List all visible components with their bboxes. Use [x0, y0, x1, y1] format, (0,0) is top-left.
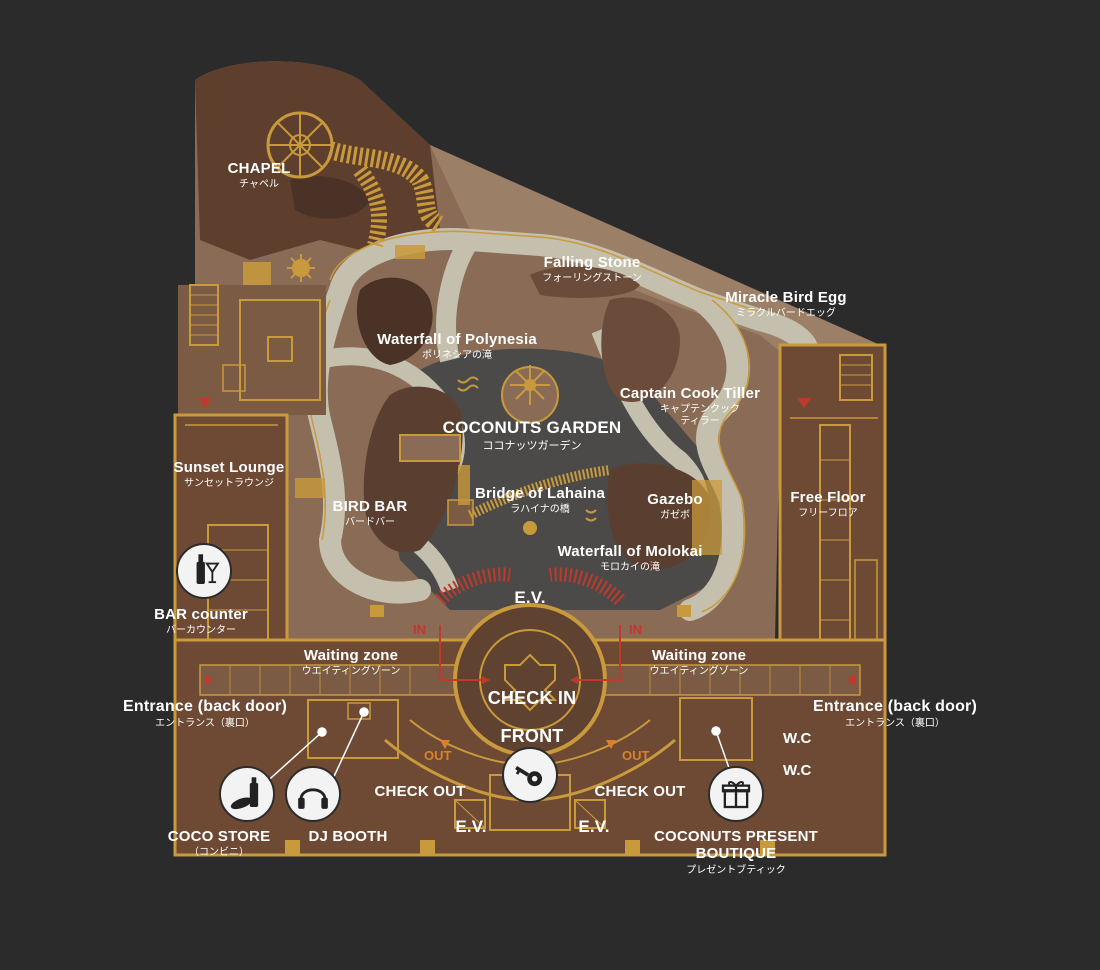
label-present-boutique[interactable]: COCONUTS PRESENT BOUTIQUE プレゼントブティック	[654, 828, 818, 876]
entrance-right-name: Entrance (back door)	[812, 698, 978, 715]
label-check-out-right[interactable]: CHECK OUT	[595, 783, 686, 800]
ev-top-name: E.V.	[514, 588, 546, 607]
check-out-left-name: CHECK OUT	[374, 783, 466, 800]
label-bridge-lahaina[interactable]: Bridge of Lahaina ラハイナの橋	[475, 485, 605, 516]
label-chapel[interactable]: CHAPEL チャペル	[228, 160, 291, 191]
waterfall-molokai-name-jp: モロカイの滝	[600, 562, 660, 574]
label-waterfall-molokai[interactable]: Waterfall of Molokai モロカイの滝	[557, 543, 702, 574]
in-label-left: IN	[413, 622, 426, 637]
out-label-left: OUT	[424, 748, 452, 763]
bar-counter-name-jp: バーカウンター	[166, 625, 236, 637]
waiting-left-name-jp: ウエイティングゾーン	[301, 666, 401, 678]
label-falling-stone[interactable]: Falling Stone フォーリングストーン	[542, 254, 642, 285]
label-check-in[interactable]: CHECK IN	[488, 688, 577, 709]
bird-bar-name: BIRD BAR	[332, 498, 408, 515]
label-entrance-right[interactable]: Entrance (back door) エントランス（裏口）	[813, 698, 977, 730]
sunset-lounge-name: Sunset Lounge	[173, 459, 285, 476]
falling-stone-name-jp: フォーリングストーン	[542, 273, 642, 285]
out-label-right: OUT	[622, 748, 650, 763]
bridge-lahaina-name-jp: ラハイナの橋	[510, 504, 570, 516]
present-boutique-name-jp: プレゼントブティック	[686, 864, 786, 876]
bridge-lahaina-name: Bridge of Lahaina	[474, 485, 606, 502]
check-in-name: CHECK IN	[487, 688, 577, 708]
captain-cook-name: Captain Cook Tiller	[619, 385, 761, 402]
sunset-lounge-name-jp: サンセットラウンジ	[184, 478, 274, 490]
label-bar-counter[interactable]: BAR counter バーカウンター	[154, 606, 248, 637]
falling-stone-name: Falling Stone	[543, 254, 641, 271]
label-entrance-left[interactable]: Entrance (back door) エントランス（裏口）	[123, 698, 287, 730]
miracle-bird-egg-name: Miracle Bird Egg	[725, 289, 847, 306]
label-wc-2[interactable]: W.C	[783, 762, 812, 779]
label-waterfall-polynesia[interactable]: Waterfall of Polynesia ポリネシアの滝	[377, 331, 537, 362]
miracle-bird-egg-name-jp: ミラクルバードエッグ	[736, 308, 836, 320]
free-floor-name-jp: フリーフロア	[798, 508, 858, 520]
gift-box-icon[interactable]	[708, 766, 764, 822]
waterfall-polynesia-name-jp: ポリネシアの滝	[422, 350, 492, 362]
waiting-right-name-jp: ウエイティングゾーン	[649, 666, 749, 678]
bird-bar-name-jp: バードバー	[345, 517, 395, 529]
chapel-name: CHAPEL	[227, 160, 291, 177]
label-waiting-zone-left[interactable]: Waiting zone ウエイティングゾーン	[302, 647, 401, 678]
captain-cook-name-jp2: ティラー	[680, 415, 720, 427]
waiting-right-name: Waiting zone	[651, 647, 747, 664]
label-ev-top[interactable]: E.V.	[514, 588, 545, 608]
check-in-rotunda	[205, 567, 855, 757]
ev-bottom-right-name: E.V.	[578, 817, 610, 836]
label-coco-store[interactable]: COCO STORE （コンビニ）	[168, 828, 271, 859]
poi-pointer-lines	[261, 707, 736, 787]
garden-decor	[295, 365, 722, 617]
bottle-bread-icon[interactable]	[219, 766, 275, 822]
label-coconuts-garden[interactable]: COCONUTS GARDEN ココナッツガーデン	[443, 418, 622, 452]
dj-booth-name: DJ BOOTH	[308, 828, 388, 845]
label-sunset-lounge[interactable]: Sunset Lounge サンセットラウンジ	[174, 459, 285, 490]
label-gazebo[interactable]: Gazebo ガゼボ	[647, 491, 702, 522]
label-captain-cook-tiller[interactable]: Captain Cook Tiller キャプテンクック ティラー	[620, 385, 760, 427]
free-floor-name: Free Floor	[790, 489, 866, 506]
label-waiting-zone-right[interactable]: Waiting zone ウエイティングゾーン	[650, 647, 749, 678]
front-name: FRONT	[500, 726, 564, 746]
label-ev-bottom-left[interactable]: E.V.	[455, 817, 486, 837]
coconuts-garden-name-jp: ココナッツガーデン	[482, 439, 582, 452]
bar-counter-name: BAR counter	[154, 606, 248, 623]
key-icon[interactable]	[502, 747, 558, 803]
label-front[interactable]: FRONT	[501, 726, 564, 747]
gazebo-name: Gazebo	[647, 491, 703, 508]
coco-store-name: COCO STORE	[167, 828, 271, 845]
in-label-right: IN	[629, 622, 642, 637]
entrance-left-name: Entrance (back door)	[122, 698, 288, 715]
captain-cook-name-jp1: キャプテンクック	[660, 404, 740, 416]
label-wc-1[interactable]: W.C	[783, 730, 812, 747]
label-check-out-left[interactable]: CHECK OUT	[375, 783, 466, 800]
label-miracle-bird-egg[interactable]: Miracle Bird Egg ミラクルバードエッグ	[725, 289, 847, 320]
waterfall-polynesia-name: Waterfall of Polynesia	[377, 331, 537, 348]
coconuts-garden-name: COCONUTS GARDEN	[442, 418, 622, 437]
coco-store-name-jp: （コンビニ）	[188, 847, 249, 859]
gazebo-name-jp: ガゼボ	[659, 510, 690, 522]
wine-bottle-cocktail-icon[interactable]	[176, 543, 232, 599]
check-out-right-name: CHECK OUT	[594, 783, 686, 800]
label-free-floor[interactable]: Free Floor フリーフロア	[790, 489, 865, 520]
chapel-name-jp: チャペル	[239, 179, 279, 191]
present-boutique-name: COCONUTS PRESENT BOUTIQUE	[653, 828, 819, 863]
headphones-icon[interactable]	[285, 766, 341, 822]
entrance-left-name-jp: エントランス（裏口）	[155, 718, 255, 730]
label-ev-bottom-right[interactable]: E.V.	[578, 817, 609, 837]
label-dj-booth[interactable]: DJ BOOTH	[308, 828, 387, 845]
chapel-structure	[243, 111, 445, 298]
ev-bottom-left-name: E.V.	[455, 817, 487, 836]
waiting-left-name: Waiting zone	[303, 647, 399, 664]
waterfall-molokai-name: Waterfall of Molokai	[557, 543, 703, 560]
entrance-right-name-jp: エントランス（裏口）	[845, 718, 945, 730]
label-bird-bar[interactable]: BIRD BAR バードバー	[333, 498, 408, 529]
